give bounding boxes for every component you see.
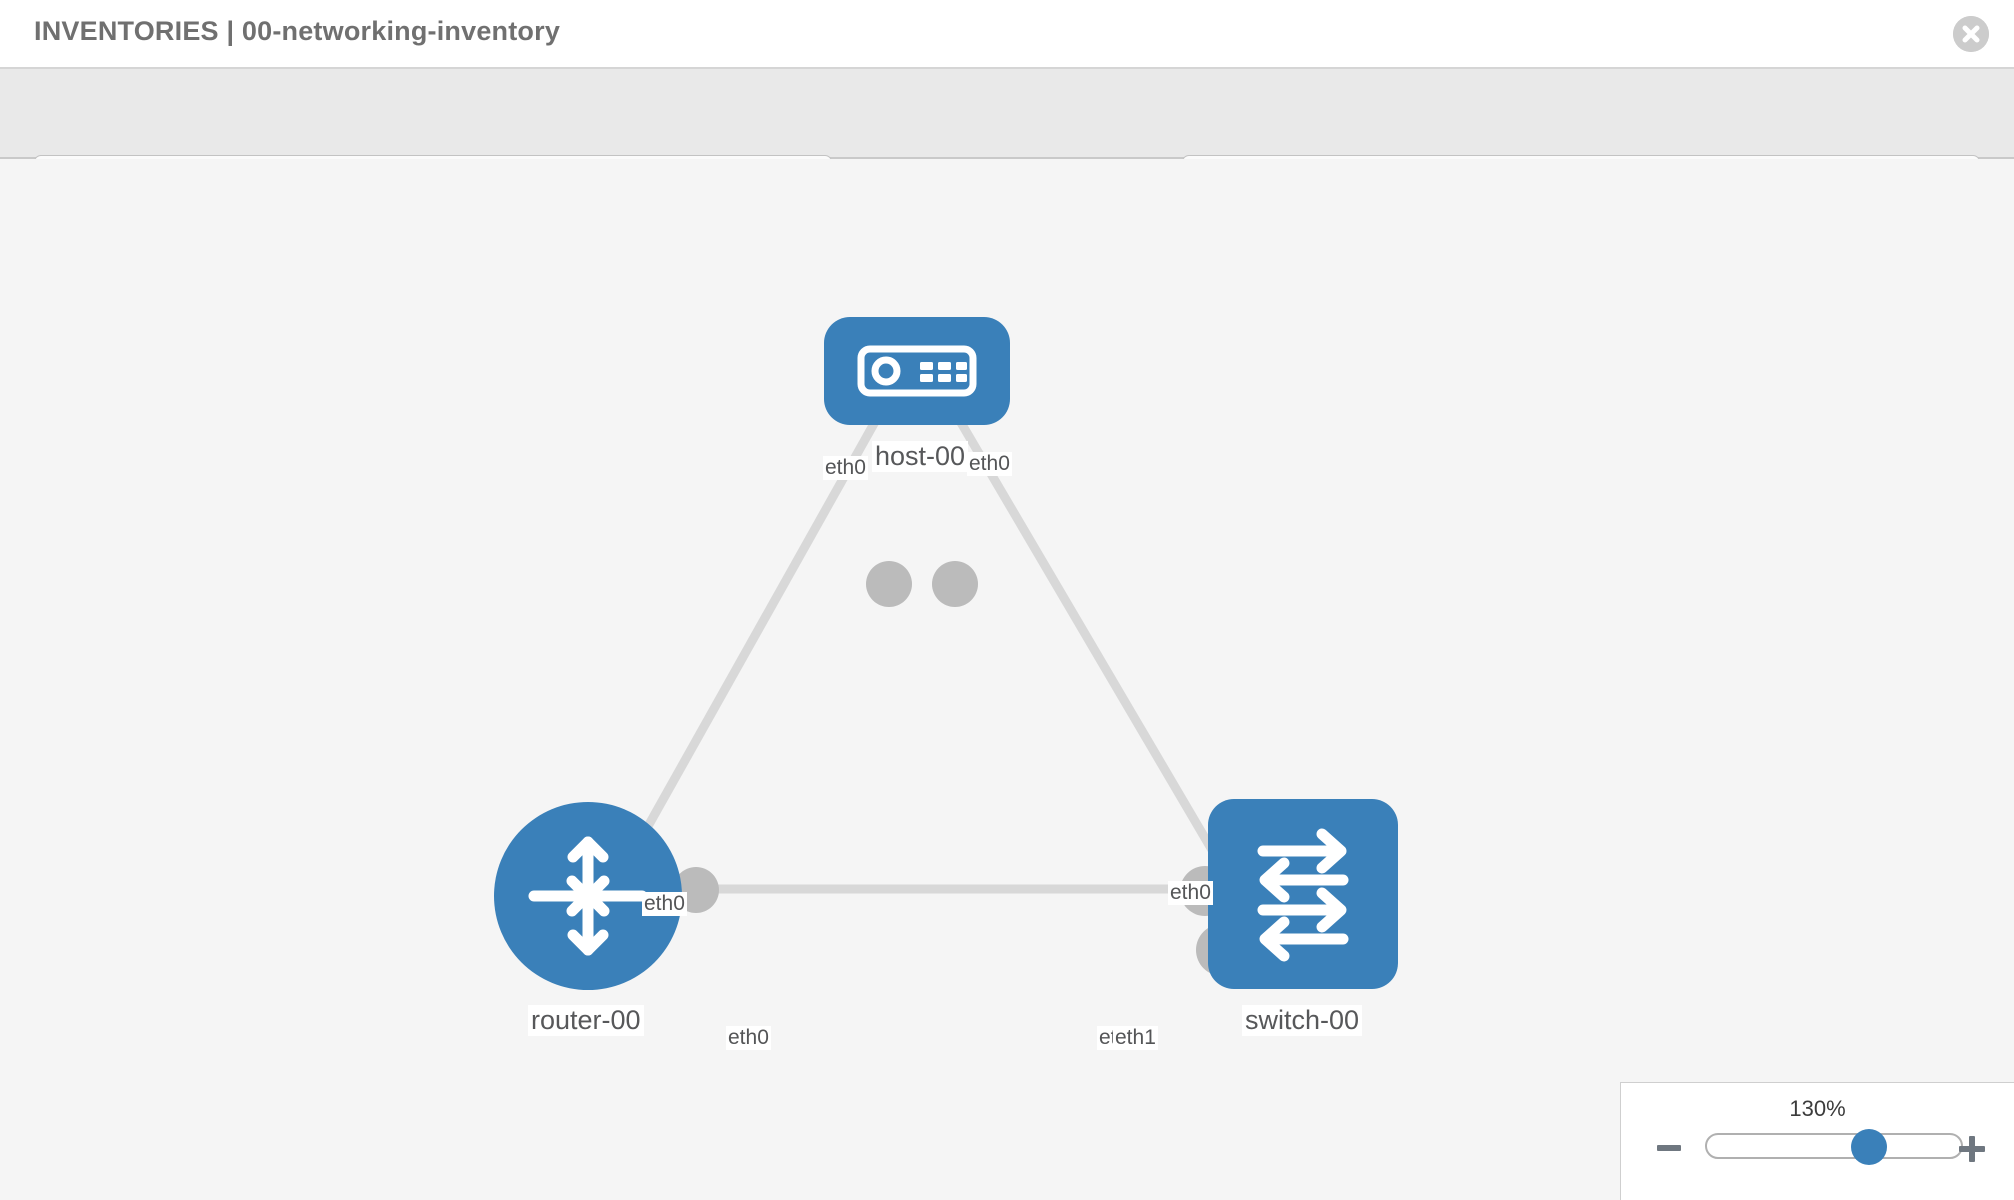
port-host-eth0-left[interactable] bbox=[866, 561, 912, 607]
close-button[interactable] bbox=[1953, 16, 1989, 52]
zoom-out-button[interactable] bbox=[1656, 1135, 1682, 1161]
page-header: INVENTORIES | 00-networking-inventory bbox=[0, 0, 2014, 69]
zoom-control: 130% bbox=[1620, 1082, 2014, 1200]
zoom-percent-label: 130% bbox=[1789, 1096, 1846, 1121]
host-node-shape bbox=[824, 317, 1010, 425]
port-host-eth0-right[interactable] bbox=[932, 561, 978, 607]
topology-canvas[interactable]: host-00 eth0 eth0 bbox=[0, 159, 2014, 1200]
zoom-slider-thumb[interactable] bbox=[1851, 1129, 1887, 1165]
node-label-router-00: router-00 bbox=[528, 1005, 644, 1037]
node-label-switch-00: switch-00 bbox=[1242, 1005, 1363, 1037]
toolbar: ACTIONS SEARCH bbox=[0, 69, 2014, 211]
link-label-switch-upper-eth0: eth0 bbox=[1168, 881, 1213, 906]
close-icon bbox=[1953, 16, 1989, 52]
link-label-host-eth0-left: eth0 bbox=[823, 456, 868, 481]
page-title: INVENTORIES | 00-networking-inventory bbox=[34, 16, 561, 46]
topology-links bbox=[606, 401, 1236, 897]
plus-icon bbox=[1959, 1136, 1985, 1162]
zoom-in-button[interactable] bbox=[1958, 1135, 1986, 1163]
zoom-slider-track[interactable] bbox=[1705, 1129, 1963, 1165]
node-switch-00[interactable] bbox=[1208, 799, 1398, 989]
router-arrows-icon bbox=[528, 836, 648, 956]
node-label-host-00: host-00 bbox=[872, 441, 969, 473]
link-label-switch-left-eth1: eth1 bbox=[1113, 1026, 1158, 1051]
node-host-00[interactable] bbox=[824, 317, 1010, 425]
link-label-router-right-eth0: eth0 bbox=[726, 1026, 771, 1051]
link-label-host-eth0-right: eth0 bbox=[967, 452, 1012, 477]
switch-arrows-icon bbox=[1257, 828, 1349, 962]
server-icon bbox=[857, 345, 977, 397]
link-label-router-upper-eth0: eth0 bbox=[642, 892, 687, 917]
switch-node-shape bbox=[1208, 799, 1398, 989]
link-host-router[interactable] bbox=[606, 401, 889, 897]
link-host-switch[interactable] bbox=[946, 401, 1236, 887]
minus-icon bbox=[1657, 1145, 1681, 1151]
